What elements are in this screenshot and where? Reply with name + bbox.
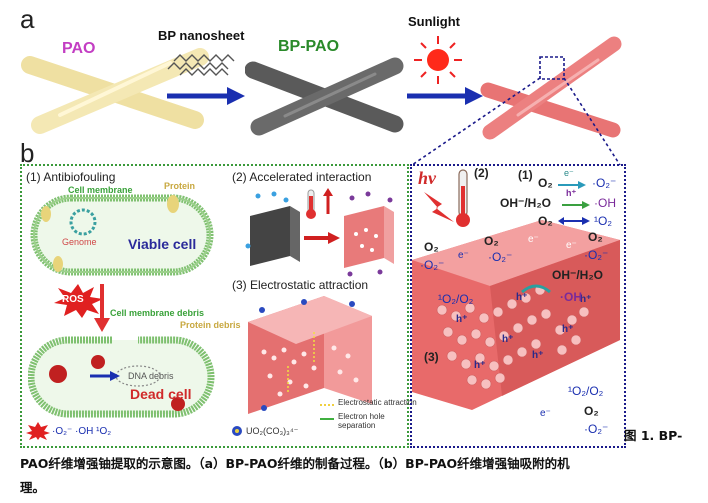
label-2: (2) (474, 166, 489, 180)
panel-a-letter: a (20, 4, 35, 34)
ros-label: ROS (62, 294, 84, 305)
viable-cell (30, 194, 214, 276)
thermometer-icon (456, 169, 470, 227)
dead-cell (28, 336, 215, 418)
electrostatic-attraction-illustration (248, 296, 372, 414)
sunlight-label: Sunlight (408, 14, 460, 29)
caption-line-2: PAO纤维增强铀提取的示意图。（a）BP-PAO纤维的制备过程。（b）BP-PA… (20, 456, 570, 471)
svg-text:h⁺: h⁺ (474, 360, 485, 371)
sun-icon (414, 36, 462, 84)
slab-oh-h2o: OH⁻/H₂O (552, 268, 603, 282)
label-3: (3) (424, 350, 439, 364)
section-1-title: (1) Antibiofouling (26, 170, 116, 184)
eq1-right: ·O₂⁻ (592, 176, 617, 190)
hv-label: hν (418, 168, 436, 188)
eq3-right: ¹O₂ (594, 214, 612, 228)
bottom-o2-radical: ·O₂⁻ (584, 422, 609, 436)
bp-pao-fibers (245, 57, 404, 136)
pao-label: PAO (62, 40, 96, 57)
uranyl-legend-icon (232, 426, 242, 436)
eq2-right: ·OH (594, 196, 616, 210)
slab-o2-right: O₂ (588, 230, 603, 244)
pao-fibers (21, 48, 209, 134)
cell-membrane-label: Cell membrane (68, 185, 133, 195)
slab-singlet-pair: ¹O₂/O₂ (438, 292, 474, 306)
sunlit-bp-pao-fibers (480, 36, 622, 140)
dna-debris-label: DNA debris (128, 371, 174, 381)
electrostatic-legend-label: Electrostatic attraction (338, 398, 417, 407)
bp-pao-label: BP-PAO (278, 38, 340, 55)
zoom-lines (411, 77, 621, 166)
svg-text:h⁺: h⁺ (562, 324, 573, 335)
slab-e-minus-mid: e⁻ (528, 234, 539, 245)
slab-o2-radical-left: ·O₂⁻ (420, 258, 445, 272)
arrow-down-icon (94, 284, 110, 332)
bottom-singlet-pair: ¹O₂/O₂ (568, 384, 604, 398)
arrow-right-icon (407, 87, 483, 105)
svg-text:h⁺: h⁺ (580, 294, 591, 305)
accelerated-interaction-illustration (245, 188, 394, 277)
mechanism-box-left (20, 164, 409, 448)
ros-legend-label: ·O₂⁻ ·OH ¹O₂ (52, 426, 112, 437)
bottom-e-minus: e⁻ (540, 408, 551, 419)
section-3-title: (3) Electrostatic attraction (232, 278, 369, 292)
dead-cell-label: Dead cell (130, 386, 192, 402)
cell-membrane-debris-label: Cell membrane debris (110, 308, 205, 318)
eq2-left: OH⁻/H₂O (500, 196, 551, 210)
slab-o2-radical-right: ·O₂⁻ (584, 248, 609, 262)
bp-nanosheet-icon (167, 54, 235, 76)
svg-text:h⁺: h⁺ (502, 334, 513, 345)
svg-text:h⁺: h⁺ (532, 350, 543, 361)
eq2-arrow-icon (562, 201, 590, 209)
slab-oh-radical: ·OH (560, 290, 582, 304)
caption-line-3: 理。 (20, 480, 46, 495)
panel-b-letter: b (20, 138, 35, 168)
slab-o2-radical-mid: ·O₂⁻ (488, 250, 513, 264)
eq1-arrow-icon (558, 181, 586, 189)
protein-debris-label: Protein debris (180, 320, 241, 330)
bp-nanosheet-label: BP nanosheet (158, 28, 245, 43)
uranyl-legend-label: UO₂(CO₃)₃⁴⁻ (246, 426, 299, 436)
ros-burst-icon (54, 284, 103, 318)
photocatalytic-fiber-slab: h⁺ h⁺ h⁺ h⁺ h⁺ h⁺ h⁺ (412, 220, 620, 410)
svg-text:h⁺: h⁺ (456, 314, 467, 325)
separation-legend-arrow (320, 418, 334, 420)
eq3-arrow-icon (558, 217, 590, 225)
electrostatic-legend-line (320, 404, 334, 406)
eq2-h-plus: h⁺ (566, 188, 577, 198)
ros-legend-icon (26, 422, 50, 440)
eq3-left: O₂ (538, 214, 553, 228)
protein-label: Protein (164, 181, 196, 191)
arrow-right-icon (167, 87, 245, 105)
mechanism-box-right (410, 164, 626, 448)
bottom-o2: O₂ (584, 404, 599, 418)
eq1-left: O₂ (538, 176, 553, 190)
eq1-e-minus: e⁻ (564, 168, 574, 178)
svg-text:h⁺: h⁺ (516, 292, 527, 303)
slab-e-minus-right: e⁻ (566, 240, 577, 251)
slab-o2-mid: O₂ (484, 234, 499, 248)
label-1: (1) (518, 168, 533, 182)
slab-e-minus-left: e⁻ (458, 250, 469, 261)
lightning-icon (424, 192, 454, 222)
genome-label: Genome (62, 237, 97, 247)
slab-o2-left: O₂ (424, 240, 439, 254)
viable-cell-label: Viable cell (128, 236, 197, 252)
caption-line-1: 图 1. BP- (624, 428, 683, 443)
separation-legend-label: Electron hole separation (338, 412, 385, 430)
section-2-title: (2) Accelerated interaction (232, 170, 372, 184)
